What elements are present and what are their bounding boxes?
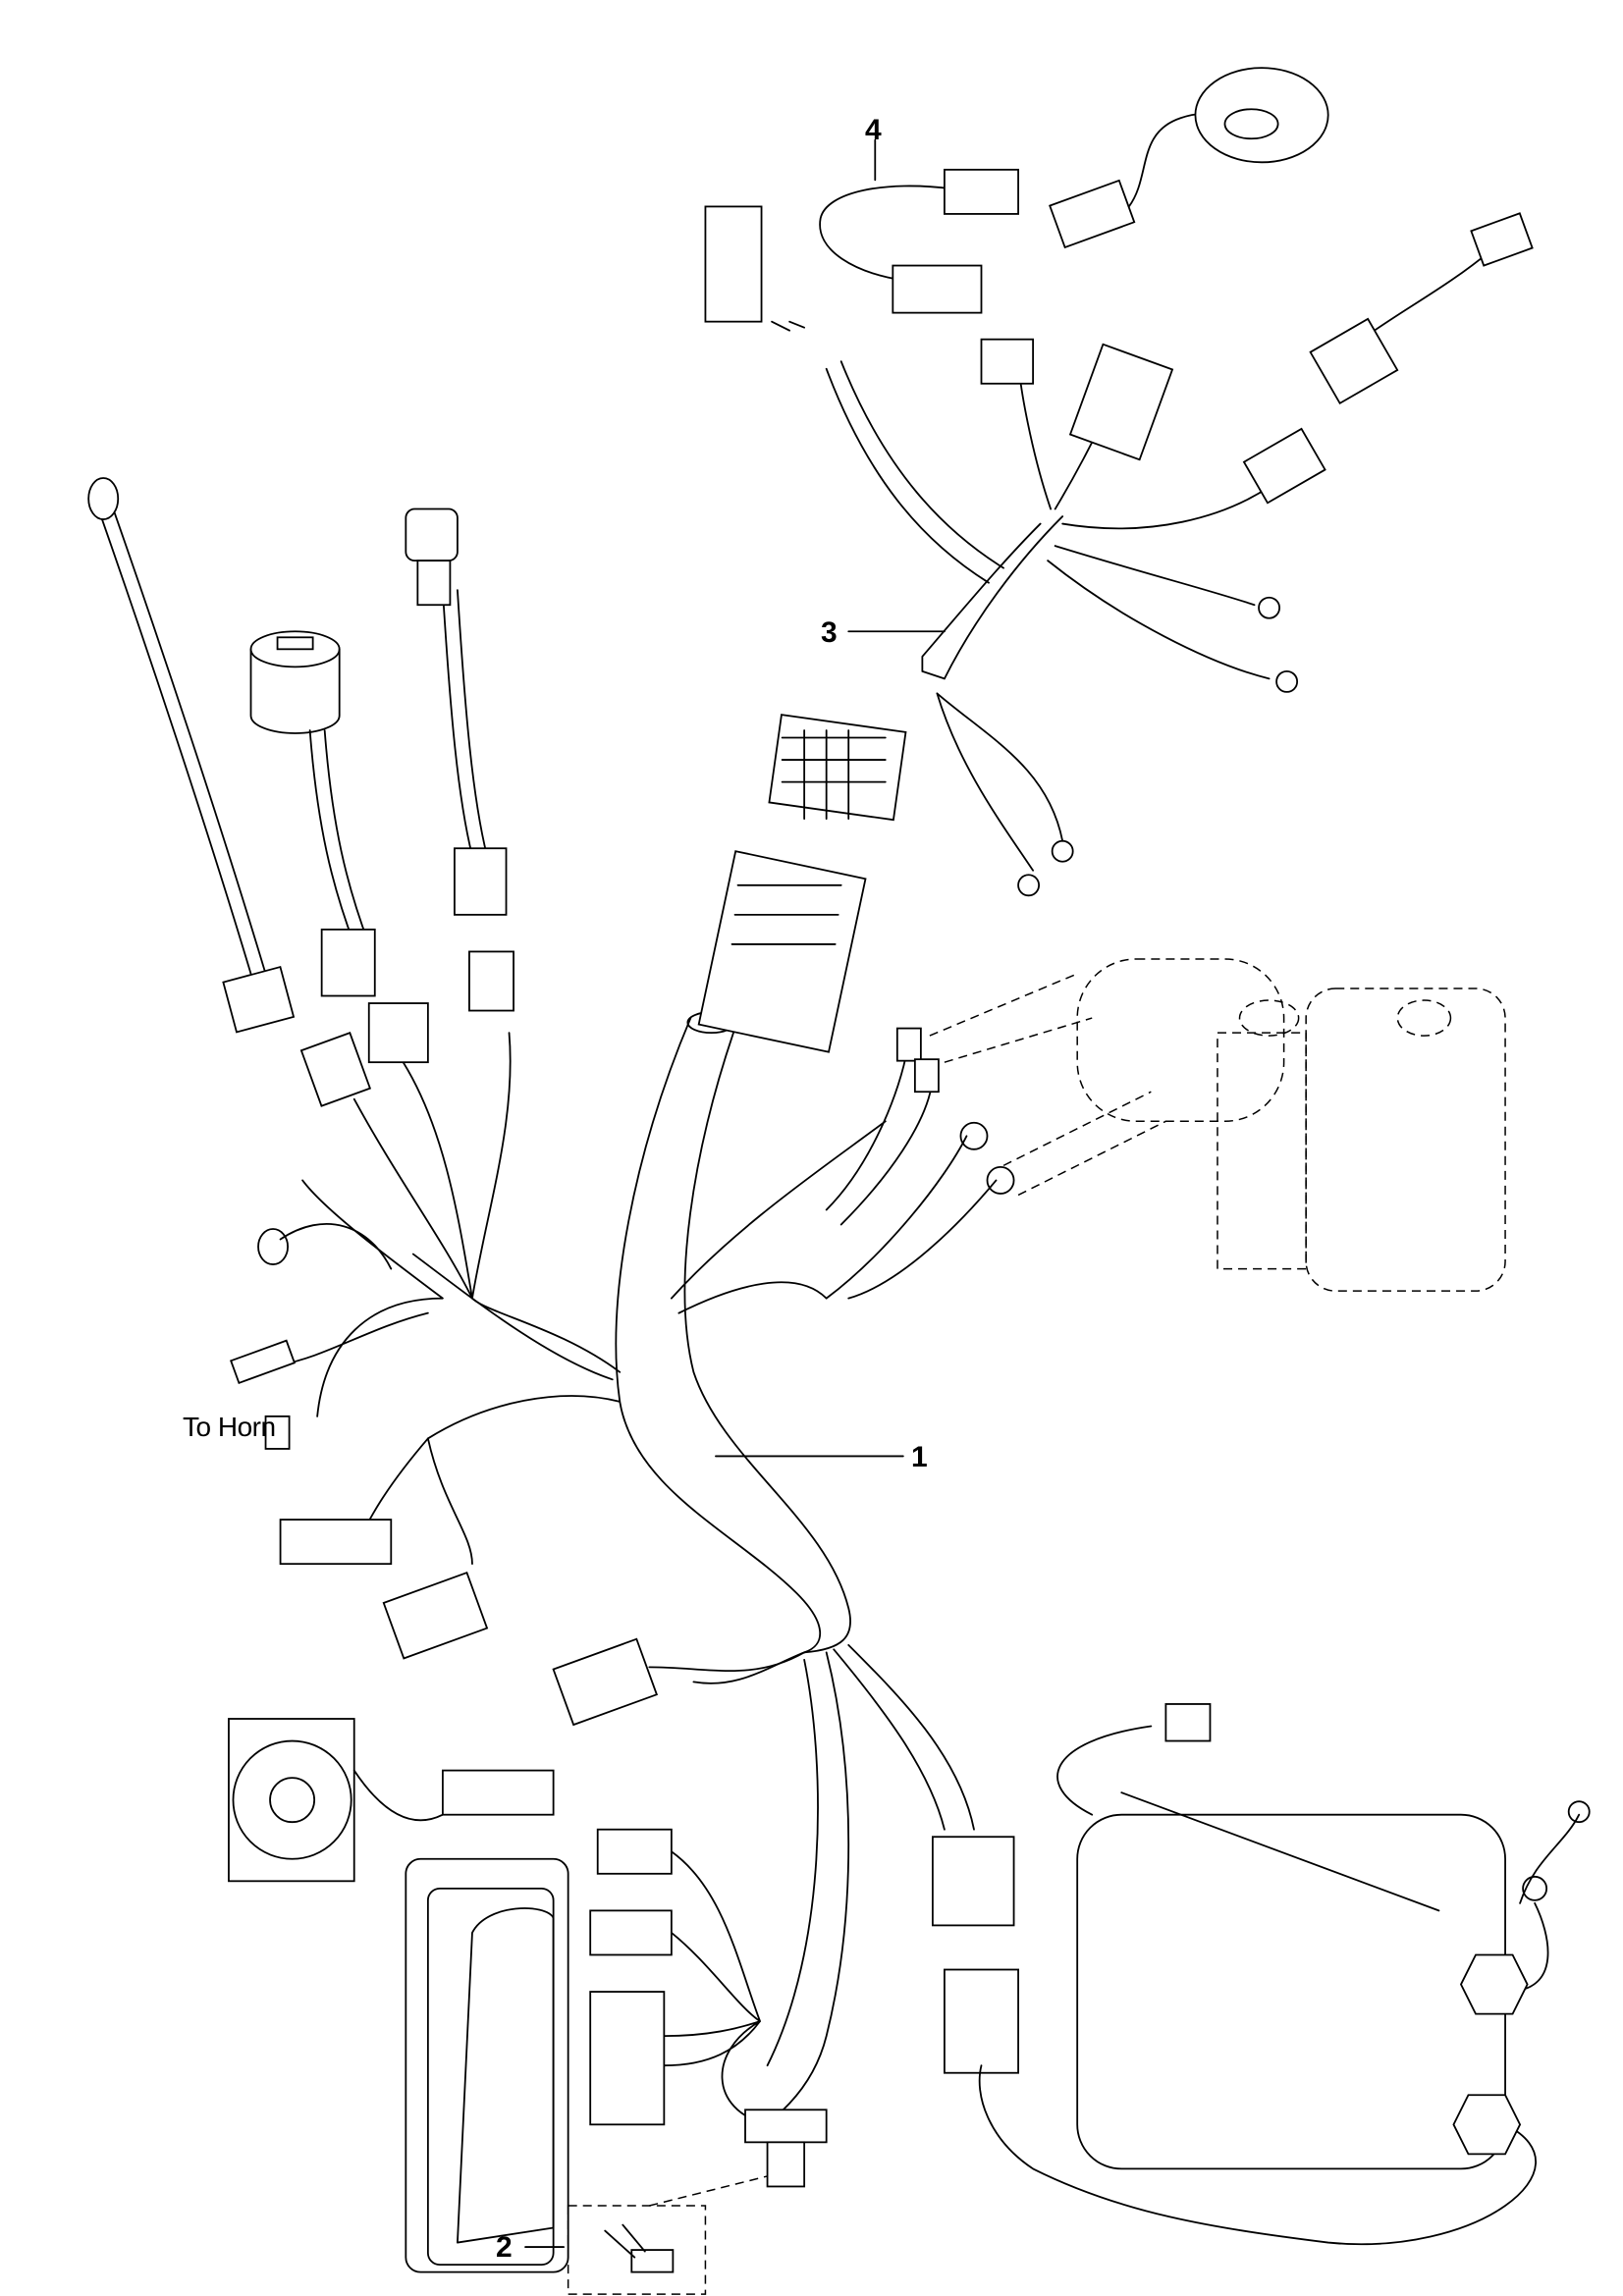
callout-4: 4 [865, 114, 882, 146]
item-4-assembly [819, 67, 1534, 405]
callout-3: 3 [821, 616, 838, 649]
callout-2: 2 [496, 2231, 513, 2264]
left-branch-components [87, 477, 514, 1450]
main-connector [697, 850, 867, 1053]
harness-3 [704, 205, 1326, 897]
callout-1: 1 [911, 1441, 928, 1473]
main-harness-trunk [411, 1011, 975, 2133]
to-horn-label: To Horn [183, 1412, 276, 1442]
lower-components [228, 1437, 828, 2295]
leader-lines [715, 138, 946, 1458]
charger-unit [931, 1703, 1591, 2246]
pump-motor-dashed [929, 958, 1506, 1292]
